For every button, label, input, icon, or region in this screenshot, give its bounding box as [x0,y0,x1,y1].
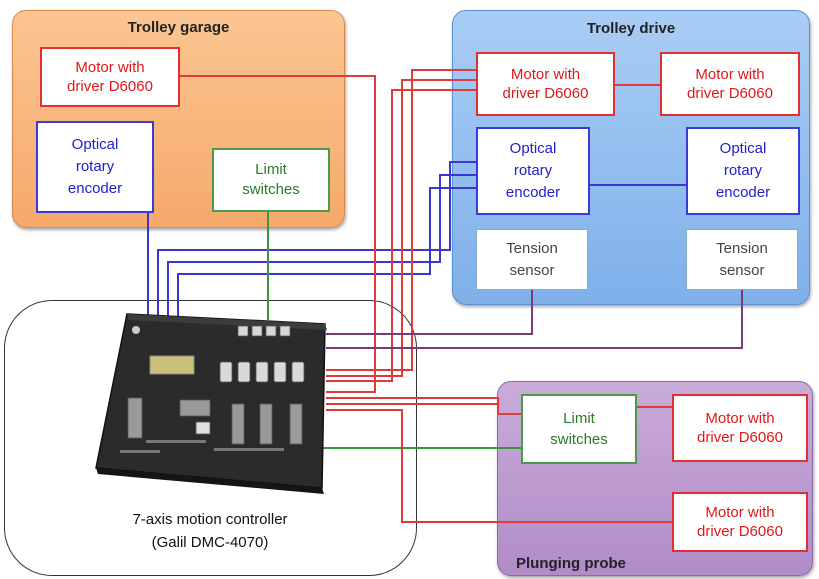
controller-caption-line2: (Galil DMC-4070) [60,531,360,554]
garage-encoder-box: Optical rotary encoder [36,121,154,213]
drive-tension-sensor-box-2: Tension sensor [686,229,798,290]
probe-motor-driver-box-2: Motor with driver D6060 [672,492,808,552]
drive-tension-sensor-box-1: Tension sensor [476,229,588,290]
probe-motor-driver-box-1: Motor with driver D6060 [672,394,808,462]
garage-motor-driver-box: Motor with driver D6060 [40,47,180,107]
garage-limit-switches-box: Limit switches [212,148,330,212]
controller-caption-line1: 7-axis motion controller [60,508,360,531]
tension-wires [326,290,742,348]
probe-limit-switches-box: Limit switches [521,394,637,464]
controller-lcd [150,356,194,374]
drive-motor-driver-box-1: Motor with driver D6060 [476,52,615,116]
drive-encoder-box-2: Optical rotary encoder [686,127,800,215]
controller-board [96,314,327,494]
controller-caption: 7-axis motion controller (Galil DMC-4070… [60,508,360,554]
drive-encoder-box-1: Optical rotary encoder [476,127,590,215]
drive-motor-driver-box-2: Motor with driver D6060 [660,52,800,116]
